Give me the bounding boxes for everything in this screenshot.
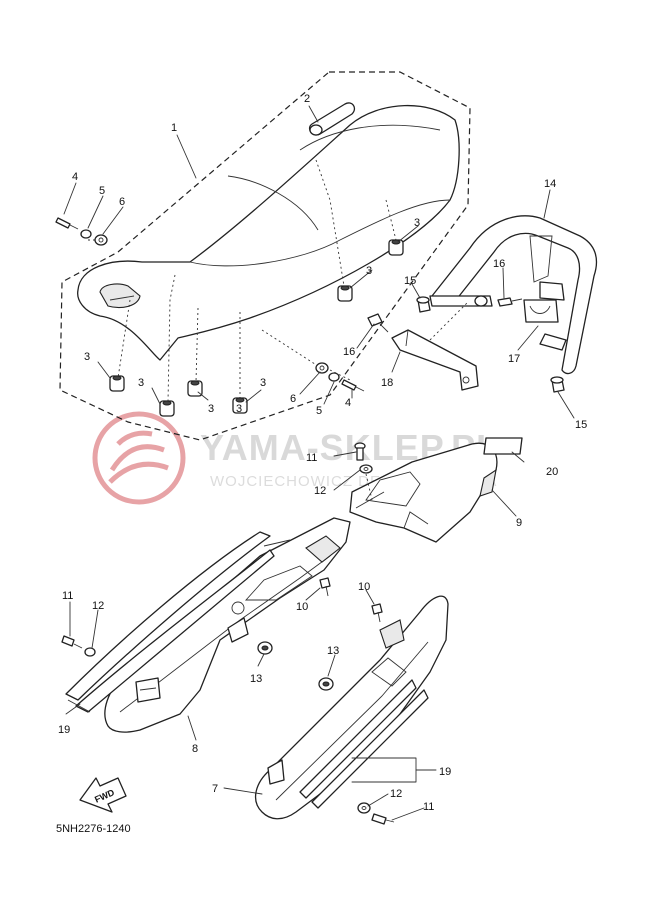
cover-screw bbox=[371, 603, 383, 623]
right-side-cover bbox=[254, 595, 449, 820]
left-cover-screw bbox=[61, 635, 96, 657]
seat-bolt-right bbox=[315, 362, 365, 392]
callout-14: 14 bbox=[544, 178, 556, 190]
callout-3: 3 bbox=[366, 265, 372, 277]
rubber-damper bbox=[187, 380, 203, 397]
callout-1: 1 bbox=[171, 122, 177, 134]
callout-3: 3 bbox=[208, 403, 214, 415]
seat-lock-bracket bbox=[523, 299, 559, 323]
callout-13: 13 bbox=[250, 673, 262, 685]
callout-3: 3 bbox=[138, 377, 144, 389]
callout-5: 5 bbox=[316, 405, 322, 417]
callout-6: 6 bbox=[290, 393, 296, 405]
rubber-damper bbox=[232, 397, 248, 414]
callout-3: 3 bbox=[260, 377, 266, 389]
callout-9: 9 bbox=[516, 517, 522, 529]
rubber-damper bbox=[337, 285, 353, 302]
seat-assembly-boundary bbox=[59, 71, 471, 441]
callout-3: 3 bbox=[84, 351, 90, 363]
left-cover-fastener bbox=[135, 677, 161, 703]
callout-3: 3 bbox=[236, 403, 242, 415]
callout-16: 16 bbox=[343, 346, 355, 358]
callout-11: 11 bbox=[62, 590, 73, 602]
grab-bar bbox=[429, 215, 598, 375]
callout-17: 17 bbox=[508, 353, 520, 365]
callout-19: 19 bbox=[58, 724, 70, 736]
callout-4: 4 bbox=[72, 171, 78, 183]
grab-bar-bolt bbox=[416, 296, 431, 313]
callout-labels: 1 2 4 5 6 3 3 3 3 3 3 3 6 5 4 14 15 15 1… bbox=[58, 93, 587, 813]
callout-15: 15 bbox=[575, 419, 587, 431]
center-screw bbox=[354, 442, 373, 501]
bracket-bolt bbox=[497, 297, 523, 307]
callout-11: 11 bbox=[423, 801, 434, 813]
yama-sklep-logo bbox=[92, 411, 186, 505]
callout-15: 15 bbox=[404, 275, 416, 287]
seat-bolt-left bbox=[55, 217, 108, 246]
callout-13: 13 bbox=[327, 645, 339, 657]
bracket-bolt bbox=[367, 313, 389, 333]
callout-12: 12 bbox=[92, 600, 104, 612]
callout-12: 12 bbox=[314, 485, 326, 497]
callout-6: 6 bbox=[119, 196, 125, 208]
forward-direction-arrow: FWD bbox=[79, 777, 127, 813]
callout-10: 10 bbox=[296, 601, 308, 613]
rear-bracket bbox=[391, 301, 479, 391]
callout-19: 19 bbox=[439, 766, 451, 778]
grommet bbox=[318, 677, 334, 691]
caution-label bbox=[483, 437, 523, 455]
seat bbox=[77, 104, 460, 361]
callout-4: 4 bbox=[345, 397, 351, 409]
callout-3: 3 bbox=[414, 217, 420, 229]
right-cover-screw bbox=[357, 802, 395, 825]
callout-10: 10 bbox=[358, 581, 370, 593]
leader-lines bbox=[63, 105, 575, 821]
callout-18: 18 bbox=[381, 377, 393, 389]
callout-2: 2 bbox=[304, 93, 310, 105]
grab-bar-bolt bbox=[550, 376, 565, 393]
callout-7: 7 bbox=[212, 783, 218, 795]
callout-5: 5 bbox=[99, 185, 105, 197]
rubber-damper bbox=[388, 239, 404, 256]
left-side-decal bbox=[65, 531, 275, 713]
tail-center-cover bbox=[349, 442, 498, 543]
rubber-damper bbox=[109, 375, 125, 392]
left-side-cover bbox=[104, 517, 351, 733]
callout-8: 8 bbox=[192, 743, 198, 755]
callout-12: 12 bbox=[390, 788, 402, 800]
callout-11: 11 bbox=[306, 452, 317, 464]
seat-band bbox=[308, 102, 356, 136]
rubber-damper-group bbox=[109, 239, 404, 417]
diagram-code: 5NH2276-1240 bbox=[56, 823, 131, 835]
rubber-damper bbox=[159, 400, 175, 417]
callout-16: 16 bbox=[493, 258, 505, 270]
right-side-decal bbox=[299, 679, 429, 809]
cover-screw bbox=[319, 577, 331, 597]
callout-20: 20 bbox=[546, 466, 558, 478]
grommet bbox=[257, 641, 273, 655]
